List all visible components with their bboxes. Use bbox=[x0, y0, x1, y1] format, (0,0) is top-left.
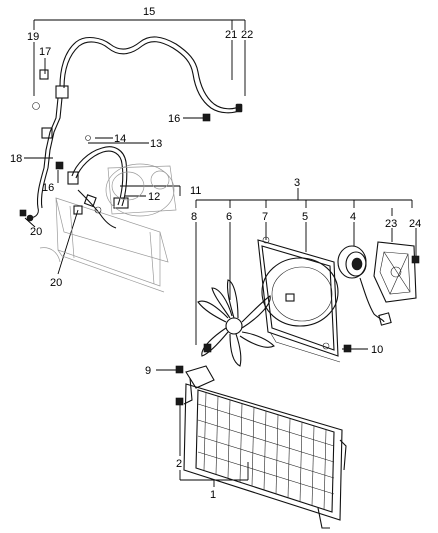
condenser-reference bbox=[39, 194, 169, 293]
callout-1: 1 bbox=[210, 489, 216, 501]
leader-lines bbox=[24, 19, 417, 487]
callout-24: 23 bbox=[385, 218, 397, 230]
callout-11: 11 bbox=[190, 185, 201, 197]
callout-20: 20 bbox=[50, 277, 62, 289]
callout-14: 14 bbox=[114, 133, 126, 145]
callout-17: 17 bbox=[39, 46, 51, 58]
callout-16-lower: 16 bbox=[42, 182, 54, 194]
callout-13: 13 bbox=[150, 138, 162, 150]
callout-2: 2 bbox=[176, 458, 182, 470]
callout-22: 21 bbox=[225, 29, 237, 41]
discharge-hose bbox=[26, 36, 243, 222]
callout-9: 9 bbox=[145, 365, 151, 377]
callout-7: 7 bbox=[262, 211, 268, 223]
callout-3: 3 bbox=[294, 177, 300, 189]
callout-labels: 15 19 21 22 17 16 14 13 18 16 11 12 3 8 … bbox=[10, 6, 421, 501]
fasteners bbox=[19, 113, 352, 353]
fan-shroud bbox=[257, 236, 341, 363]
callout-16-upper: 16 bbox=[168, 113, 180, 125]
callout-5: 5 bbox=[302, 211, 308, 223]
callout-23: 22 bbox=[241, 29, 253, 41]
callout-4: 4 bbox=[350, 211, 356, 223]
suction-hose-assembly bbox=[67, 135, 177, 229]
callout-12: 12 bbox=[148, 191, 160, 203]
fan-blade bbox=[197, 279, 275, 367]
callout-10: 10 bbox=[371, 344, 383, 356]
condenser bbox=[175, 365, 347, 529]
callout-19: 18 bbox=[10, 153, 22, 165]
callout-15: 15 bbox=[143, 6, 155, 18]
callout-6: 6 bbox=[226, 211, 232, 223]
motor-bracket bbox=[373, 241, 420, 303]
callout-8: 8 bbox=[191, 211, 197, 223]
callout-21: 19 bbox=[27, 31, 39, 43]
callout-18: 20 bbox=[30, 226, 42, 238]
fan-motor bbox=[337, 245, 392, 326]
callout-25: 24 bbox=[409, 218, 421, 230]
